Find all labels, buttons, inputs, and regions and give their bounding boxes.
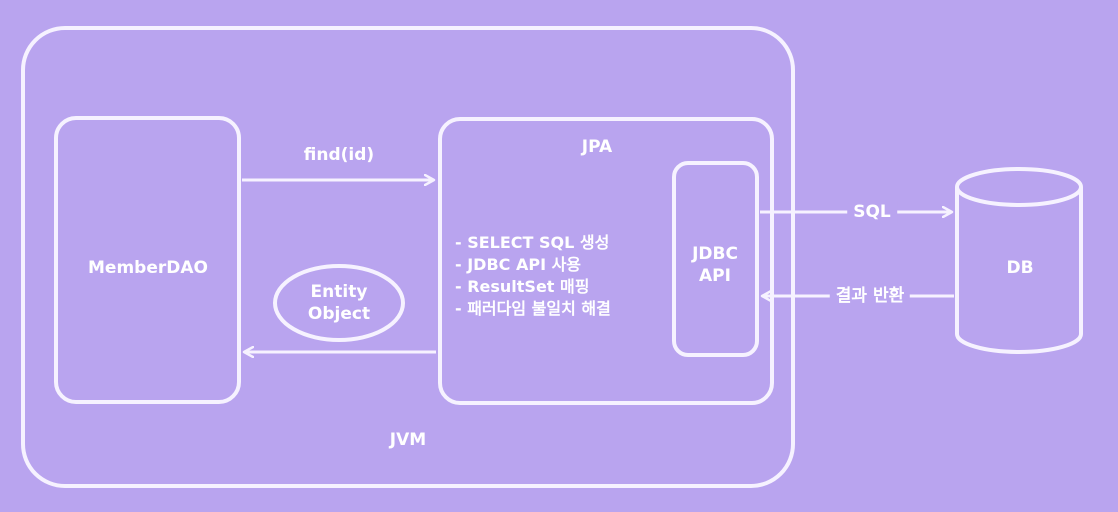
jpa-box — [438, 117, 774, 405]
jpa-responsibility-item: - JDBC API 사용 — [455, 255, 582, 274]
db-cylinder — [955, 167, 1083, 354]
entity-object-line1: Entity — [310, 282, 368, 302]
entity-object-ellipse — [273, 264, 405, 342]
entity-object-label: Entity Object — [308, 281, 370, 325]
jpa-responsibility-item: - 패러다임 불일치 해결 — [455, 299, 611, 318]
jvm-container — [21, 26, 795, 488]
db-label: DB — [1006, 258, 1034, 278]
jpa-responsibility-list: - SELECT SQL 생성 - JDBC API 사용 - ResultSe… — [455, 232, 611, 320]
jdbc-api-label: JDBC API — [692, 243, 738, 287]
member-dao-label: MemberDAO — [88, 258, 208, 278]
jpa-responsibility-item: - SELECT SQL 생성 — [455, 233, 610, 252]
jpa-responsibility-item: - ResultSet 매핑 — [455, 277, 590, 296]
jpa-title: JPA — [581, 137, 613, 157]
jdbc-api-line1: JDBC — [692, 244, 738, 264]
jdbc-api-box — [672, 161, 759, 357]
member-dao-box — [54, 116, 241, 404]
jdbc-api-line2: API — [699, 266, 731, 286]
find-arrow-label: find(id) — [303, 145, 375, 165]
sql-arrow-label: SQL — [847, 201, 897, 223]
result-arrow-label: 결과 반환 — [829, 285, 911, 307]
jvm-label: JVM — [389, 430, 427, 450]
entity-object-line2: Object — [307, 304, 371, 324]
